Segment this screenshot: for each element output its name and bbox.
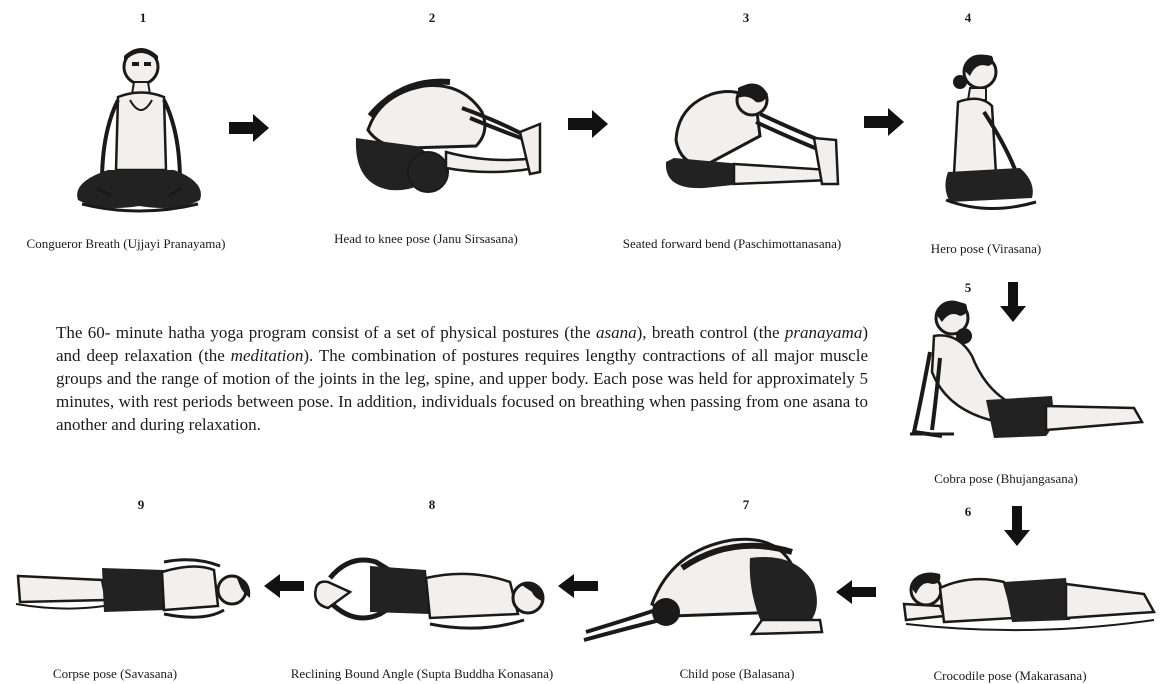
pose-caption: Congueror Breath (Ujjayi Pranayama) [27, 236, 226, 252]
seated-breathing-figure-icon [68, 42, 210, 220]
reclining-figure-icon [310, 548, 546, 640]
down-arrow-icon [1004, 506, 1030, 546]
pose-caption: Crocodile pose (Makarasana) [933, 668, 1086, 684]
description-segment: The 60- minute hatha yoga program consis… [56, 323, 596, 342]
pose-number: 6 [965, 504, 972, 520]
forward-fold-figure-icon [350, 76, 542, 204]
left-arrow-icon [264, 574, 304, 598]
pose-number: 5 [965, 280, 972, 296]
pose-number: 4 [965, 10, 972, 26]
prone-figure-icon [900, 560, 1158, 640]
kneeling-figure-icon [940, 50, 1040, 218]
pose-caption: Reclining Bound Angle (Supta Buddha Kona… [291, 666, 554, 682]
pose-caption: Hero pose (Virasana) [931, 241, 1041, 257]
pose-number: 8 [429, 497, 436, 513]
pose-caption: Seated forward bend (Paschimottanasana) [623, 236, 841, 252]
program-description: The 60- minute hatha yoga program consis… [56, 321, 868, 436]
supine-figure-icon [14, 556, 254, 624]
seated-forward-bend-figure-icon [664, 80, 840, 194]
right-arrow-icon [568, 110, 608, 138]
pose-caption: Child pose (Balasana) [680, 666, 795, 682]
description-segment-italic: asana [596, 323, 637, 342]
child-pose-figure-icon [582, 528, 826, 642]
description-segment: ), breath control (the [637, 323, 785, 342]
pose-number: 9 [138, 497, 145, 513]
pose-caption: Head to knee pose (Janu Sirsasana) [334, 231, 518, 247]
pose-number: 2 [429, 10, 436, 26]
pose-caption: Corpse pose (Savasana) [53, 666, 177, 682]
cobra-figure-icon [906, 296, 1150, 456]
pose-number: 1 [140, 10, 147, 26]
left-arrow-icon [558, 574, 598, 598]
description-segment-italic: meditation [231, 346, 304, 365]
pose-number: 3 [743, 10, 750, 26]
description-segment-italic: pranayama [785, 323, 862, 342]
pose-caption: Cobra pose (Bhujangasana) [934, 471, 1078, 487]
right-arrow-icon [229, 114, 269, 142]
pose-number: 7 [743, 497, 750, 513]
right-arrow-icon [864, 108, 904, 136]
left-arrow-icon [836, 580, 876, 604]
